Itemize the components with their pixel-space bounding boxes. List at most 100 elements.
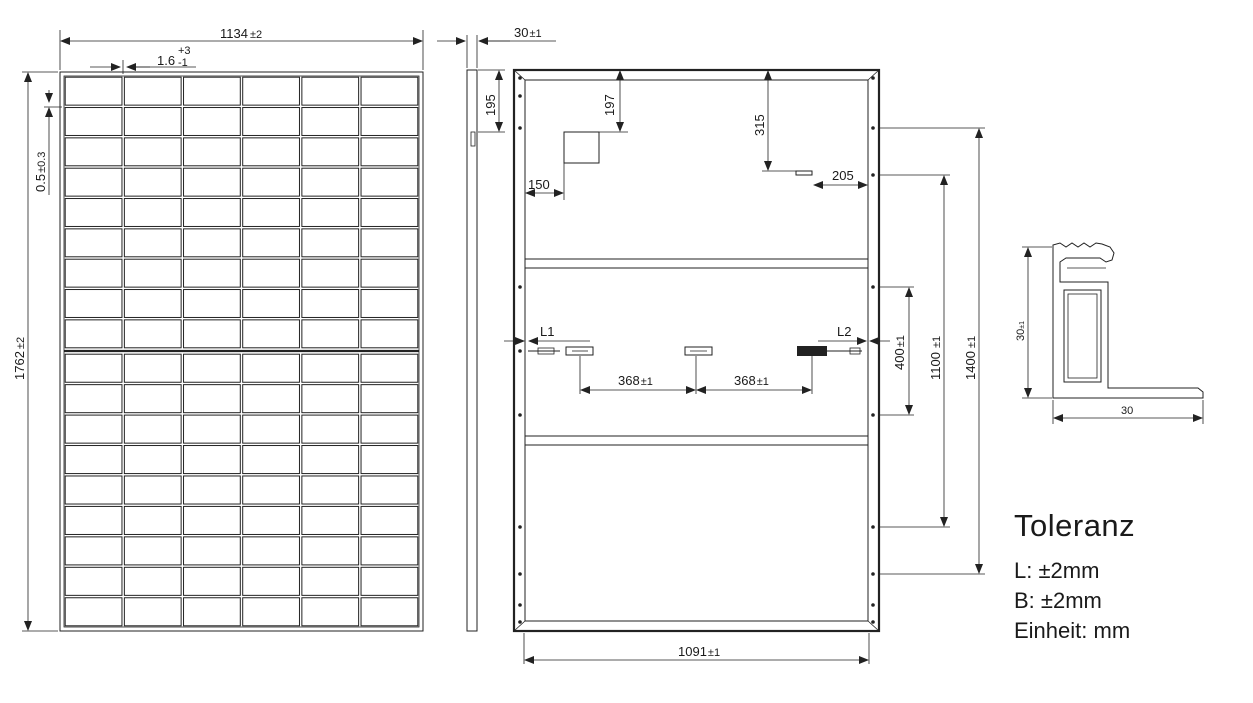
solar-cell xyxy=(301,445,360,475)
solar-cell xyxy=(123,289,182,318)
solar-cell xyxy=(183,289,241,318)
solar-cell xyxy=(301,198,360,227)
solar-cell xyxy=(183,353,241,383)
side-depth-dimension: 30±1 xyxy=(437,25,556,68)
solar-cell xyxy=(64,289,123,318)
solar-cell xyxy=(360,319,419,349)
solar-cell xyxy=(301,258,360,288)
solar-cell xyxy=(123,198,182,227)
dim-l2: L2 xyxy=(818,324,890,345)
solar-cell xyxy=(64,76,123,106)
solar-cell xyxy=(183,566,241,596)
solar-cell xyxy=(183,475,241,505)
solar-cell xyxy=(183,107,241,136)
dim-l1: L1 xyxy=(504,324,590,345)
solar-cell xyxy=(360,76,419,106)
svg-text:-1: -1 xyxy=(178,57,188,69)
dim-368-spacing: 368±1 368±1 xyxy=(579,356,813,394)
solar-cell xyxy=(360,445,419,475)
solar-cell xyxy=(360,167,419,197)
solar-cell xyxy=(64,597,123,627)
solar-cell xyxy=(301,597,360,627)
solar-cell xyxy=(123,414,182,444)
solar-cell xyxy=(64,384,123,414)
solar-cell xyxy=(301,505,360,535)
cable-l1 xyxy=(528,346,594,356)
svg-text:1100±1: 1100±1 xyxy=(928,336,943,380)
solar-cell xyxy=(123,384,182,414)
svg-text:30±1: 30±1 xyxy=(1015,321,1027,341)
mounting-hole xyxy=(518,572,522,576)
solar-cell xyxy=(301,384,360,414)
mounting-hole xyxy=(871,76,875,80)
solar-cell xyxy=(360,289,419,318)
solar-cell xyxy=(360,353,419,383)
svg-text:L1: L1 xyxy=(540,324,554,339)
legend-length: L: ±2mm xyxy=(1014,558,1100,583)
solar-cell xyxy=(360,258,419,288)
solar-cell xyxy=(64,319,123,349)
solar-cell xyxy=(183,198,241,227)
solar-cell xyxy=(123,505,182,535)
solar-cell xyxy=(123,597,182,627)
svg-text:368±1: 368±1 xyxy=(618,373,653,388)
solar-cell xyxy=(123,137,182,167)
solar-cell xyxy=(242,414,300,444)
dim-197: 197 xyxy=(598,70,628,133)
solar-cell xyxy=(242,566,300,596)
cell-grid xyxy=(64,76,419,627)
dim-1400: 1400±1 xyxy=(880,127,985,575)
solar-cell xyxy=(123,445,182,475)
solar-cell xyxy=(183,536,241,566)
solar-cell xyxy=(64,137,123,167)
solar-cell xyxy=(242,384,300,414)
solar-cell xyxy=(123,566,182,596)
mounting-hole xyxy=(518,349,522,353)
svg-text:L2: L2 xyxy=(837,324,851,339)
solar-cell xyxy=(242,289,300,318)
mounting-hole xyxy=(518,413,522,417)
side-jbox-dimension: 195 xyxy=(478,69,505,133)
dim-150: 150 xyxy=(525,163,565,200)
solar-cell xyxy=(64,198,123,227)
solar-cell xyxy=(123,536,182,566)
solar-cell xyxy=(183,76,241,106)
solar-cell xyxy=(360,228,419,258)
solar-cell xyxy=(123,258,182,288)
back-label-plate xyxy=(795,170,813,176)
solar-cell xyxy=(242,198,300,227)
svg-text:1400±1: 1400±1 xyxy=(963,336,978,380)
solar-cell xyxy=(64,414,123,444)
solar-cell xyxy=(183,319,241,349)
solar-cell xyxy=(301,566,360,596)
solar-cell xyxy=(242,76,300,106)
solar-cell xyxy=(301,319,360,349)
solar-cell xyxy=(360,536,419,566)
mounting-hole xyxy=(871,620,875,624)
side-frame xyxy=(466,69,478,632)
solar-cell xyxy=(183,258,241,288)
side-jbox-label: 195 xyxy=(483,94,498,116)
solar-cell xyxy=(360,137,419,167)
mounting-hole xyxy=(871,285,875,289)
solar-cell xyxy=(123,475,182,505)
solar-cell xyxy=(64,505,123,535)
solar-cell xyxy=(123,319,182,349)
cable-middle xyxy=(684,346,713,356)
solar-cell xyxy=(123,107,182,136)
mounting-hole xyxy=(518,603,522,607)
mounting-hole xyxy=(518,620,522,624)
front-height-dimension: 1762±2 xyxy=(12,71,58,632)
back-view xyxy=(512,68,881,633)
solar-cell xyxy=(301,289,360,318)
solar-cell xyxy=(64,445,123,475)
svg-text:368±1: 368±1 xyxy=(734,373,769,388)
solar-cell xyxy=(183,597,241,627)
legend-title: Toleranz xyxy=(1014,508,1136,543)
solar-cell xyxy=(123,353,182,383)
mounting-hole xyxy=(518,525,522,529)
side-view xyxy=(466,69,478,632)
solar-cell xyxy=(301,536,360,566)
solar-cell xyxy=(242,536,300,566)
side-depth-label: 30±1 xyxy=(514,25,542,40)
